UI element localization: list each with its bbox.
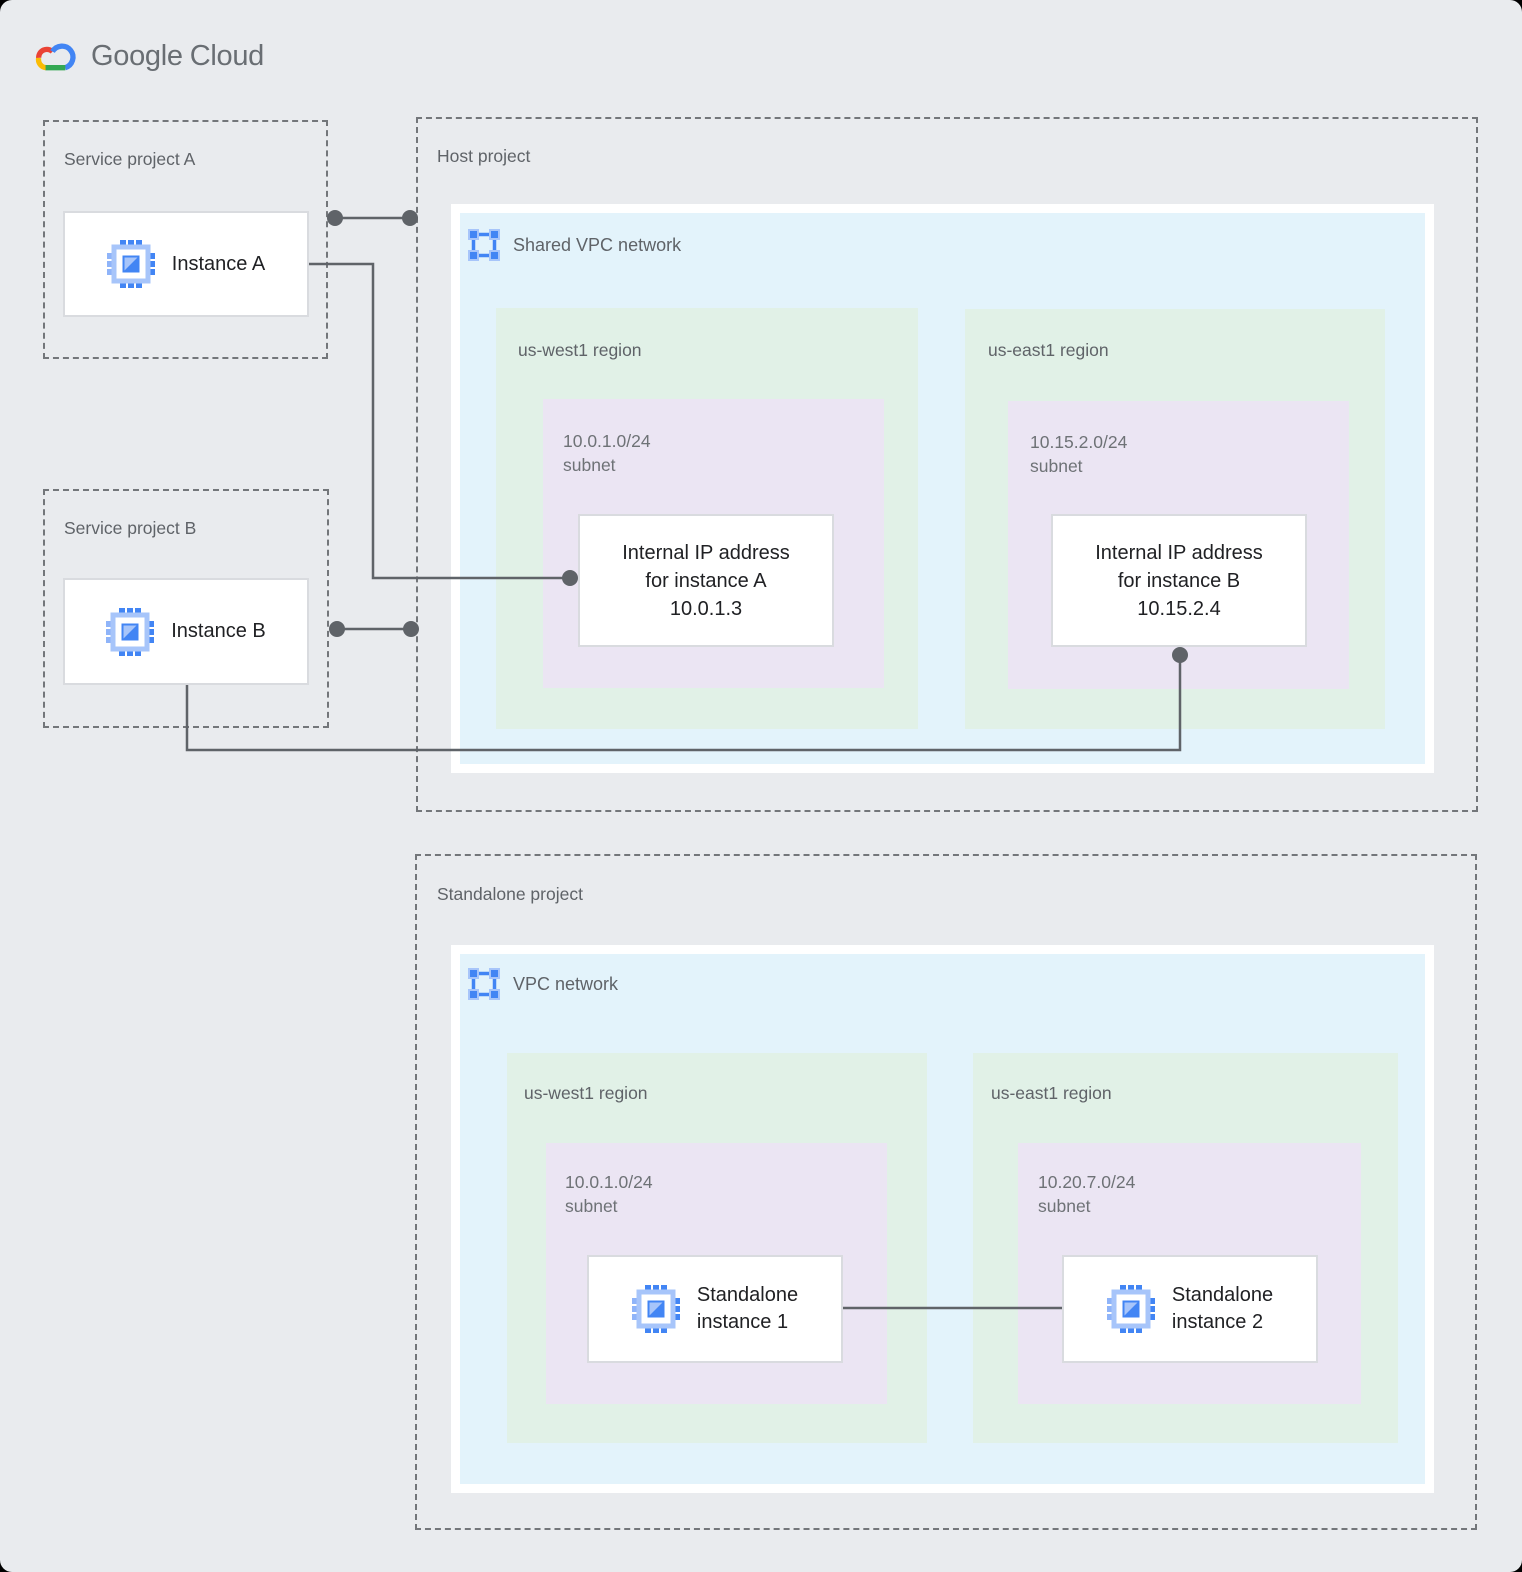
standalone-us-west1-region-title: us-west1 region <box>524 1083 648 1103</box>
vpc-network-icon <box>468 968 500 1000</box>
ip-line-2: for instance A <box>645 569 767 592</box>
compute-instance-icon <box>631 1285 680 1333</box>
service-project-a-box <box>43 120 328 359</box>
shared-vpc-network-label: Shared VPC network <box>513 234 682 255</box>
compute-instance-icon <box>106 240 155 288</box>
subnet-word: subnet <box>563 455 616 475</box>
subnet-word: subnet <box>565 1196 618 1216</box>
vpc-network-icon <box>468 229 500 261</box>
ip-line-3: 10.0.1.3 <box>669 597 743 620</box>
internal-ip-instance-a-box: Internal IP address for instance A 10.0.… <box>578 514 834 647</box>
host-us-east1-region-title: us-east1 region <box>988 340 1109 360</box>
compute-instance-icon <box>106 607 155 656</box>
label-line-2: instance 1 <box>696 1311 789 1333</box>
label-line-2: instance 2 <box>1171 1311 1264 1333</box>
logo-cloud-text: Cloud <box>189 40 265 72</box>
label-line-1: Standalone <box>696 1284 799 1306</box>
vpc-network-header: VPC network <box>467 967 618 1001</box>
standalone-project-box <box>415 854 1477 1530</box>
standalone-instance-2-label: Standalone instance 2 <box>1172 1282 1273 1336</box>
ip-line-1: Internal IP address <box>622 541 790 564</box>
standalone-instance-1-label: Standalone instance 1 <box>697 1282 798 1336</box>
instance-b-box: Instance B <box>63 578 309 685</box>
vpc-network-label: VPC network <box>513 973 619 994</box>
host-project-title: Host project <box>437 146 531 166</box>
subnet-cidr: 10.15.2.0/24 <box>1030 432 1128 452</box>
standalone-instance-1-box: Standalone instance 1 <box>587 1255 843 1363</box>
ip-line-2: for instance B <box>1117 569 1241 592</box>
logo-google-text: Google <box>91 40 183 72</box>
shared-vpc-network-header: Shared VPC network <box>467 228 681 262</box>
ip-line-3: 10.15.2.4 <box>1137 597 1221 620</box>
subnet-cidr: 10.20.7.0/24 <box>1038 1172 1136 1192</box>
subnet-cidr: 10.0.1.0/24 <box>563 431 651 451</box>
standalone-us-east1-subnet-label: 10.20.7.0/24 subnet <box>1038 1170 1135 1218</box>
ip-line-1: Internal IP address <box>1095 541 1263 564</box>
google-cloud-icon <box>35 43 76 71</box>
subnet-cidr: 10.0.1.0/24 <box>565 1172 653 1192</box>
standalone-us-west1-subnet-label: 10.0.1.0/24 subnet <box>565 1170 653 1218</box>
instance-a-box: Instance A <box>63 211 309 317</box>
standalone-us-east1-region-title: us-east1 region <box>991 1083 1112 1103</box>
standalone-instance-2-box: Standalone instance 2 <box>1062 1255 1318 1363</box>
service-project-a-title: Service project A <box>64 149 196 169</box>
host-us-east1-subnet-label: 10.15.2.0/24 subnet <box>1030 430 1127 478</box>
connector-dot <box>327 210 343 226</box>
internal-ip-instance-b-box: Internal IP address for instance B 10.15… <box>1051 514 1307 647</box>
standalone-project-title: Standalone project <box>437 884 583 904</box>
connector-dot <box>329 621 345 637</box>
subnet-word: subnet <box>1030 456 1083 476</box>
instance-b-label: Instance B <box>171 620 266 642</box>
host-us-west1-subnet-label: 10.0.1.0/24 subnet <box>563 429 651 477</box>
service-project-b-title: Service project B <box>64 518 197 538</box>
host-us-west1-region-title: us-west1 region <box>518 340 642 360</box>
label-line-1: Standalone <box>1171 1284 1274 1306</box>
subnet-word: subnet <box>1038 1196 1091 1216</box>
instance-a-label: Instance A <box>171 252 266 275</box>
compute-instance-icon <box>1106 1285 1155 1333</box>
